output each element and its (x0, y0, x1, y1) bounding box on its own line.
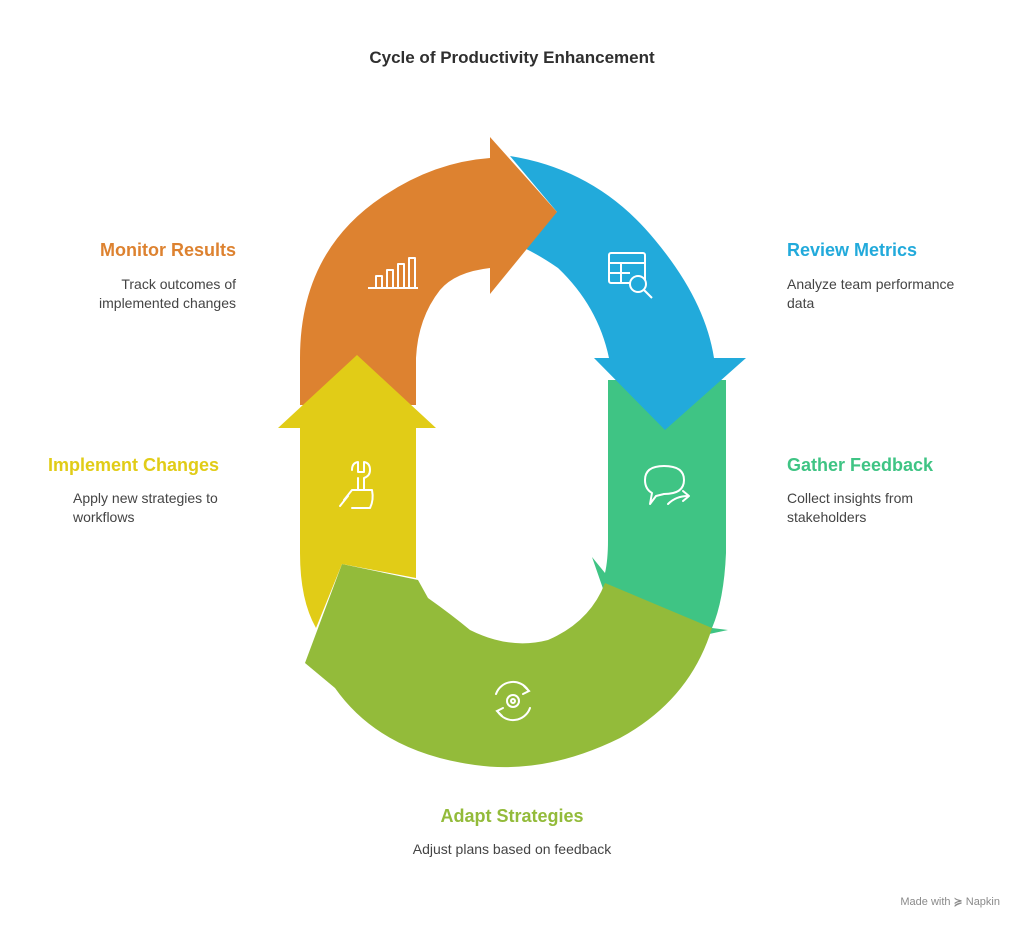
adapt-strategies-desc: Adjust plans based on feedback (412, 841, 612, 857)
implement-changes-title: Implement Changes (48, 455, 220, 475)
chat-reply-icon (644, 465, 690, 505)
napkin-logo-icon: ≽ (953, 896, 963, 908)
made-with-label: Made with (900, 896, 951, 908)
table-search-icon (608, 252, 653, 299)
review-metrics-desc: Analyze team performance data (787, 276, 955, 311)
implement-changes-desc: Apply new strategies to workflows (73, 490, 218, 525)
page-title: Cycle of Productivity Enhancement (369, 48, 655, 67)
hand-wrench-icon (339, 461, 374, 509)
gather-feedback-desc: Collect insights from stakeholders (787, 490, 914, 525)
bar-chart-icon (368, 257, 418, 289)
adapt-strategies-arrow (305, 564, 712, 768)
monitor-results-desc: Track outcomes of implemented changes (99, 276, 236, 311)
monitor-results-arrow (300, 137, 557, 405)
adapt-strategies-title: Adapt Strategies (440, 806, 584, 826)
gear-cycle-icon (495, 680, 531, 722)
footer-credit[interactable]: Made with≽Napkin (900, 895, 1000, 908)
gather-feedback-title: Gather Feedback (787, 455, 934, 475)
gather-feedback-arrow (592, 380, 728, 652)
monitor-results-title: Monitor Results (99, 240, 236, 260)
review-metrics-title: Review Metrics (787, 240, 918, 260)
napkin-brand: Napkin (965, 896, 1000, 908)
implement-changes-arrow (278, 355, 436, 628)
review-metrics-arrow (510, 156, 746, 430)
